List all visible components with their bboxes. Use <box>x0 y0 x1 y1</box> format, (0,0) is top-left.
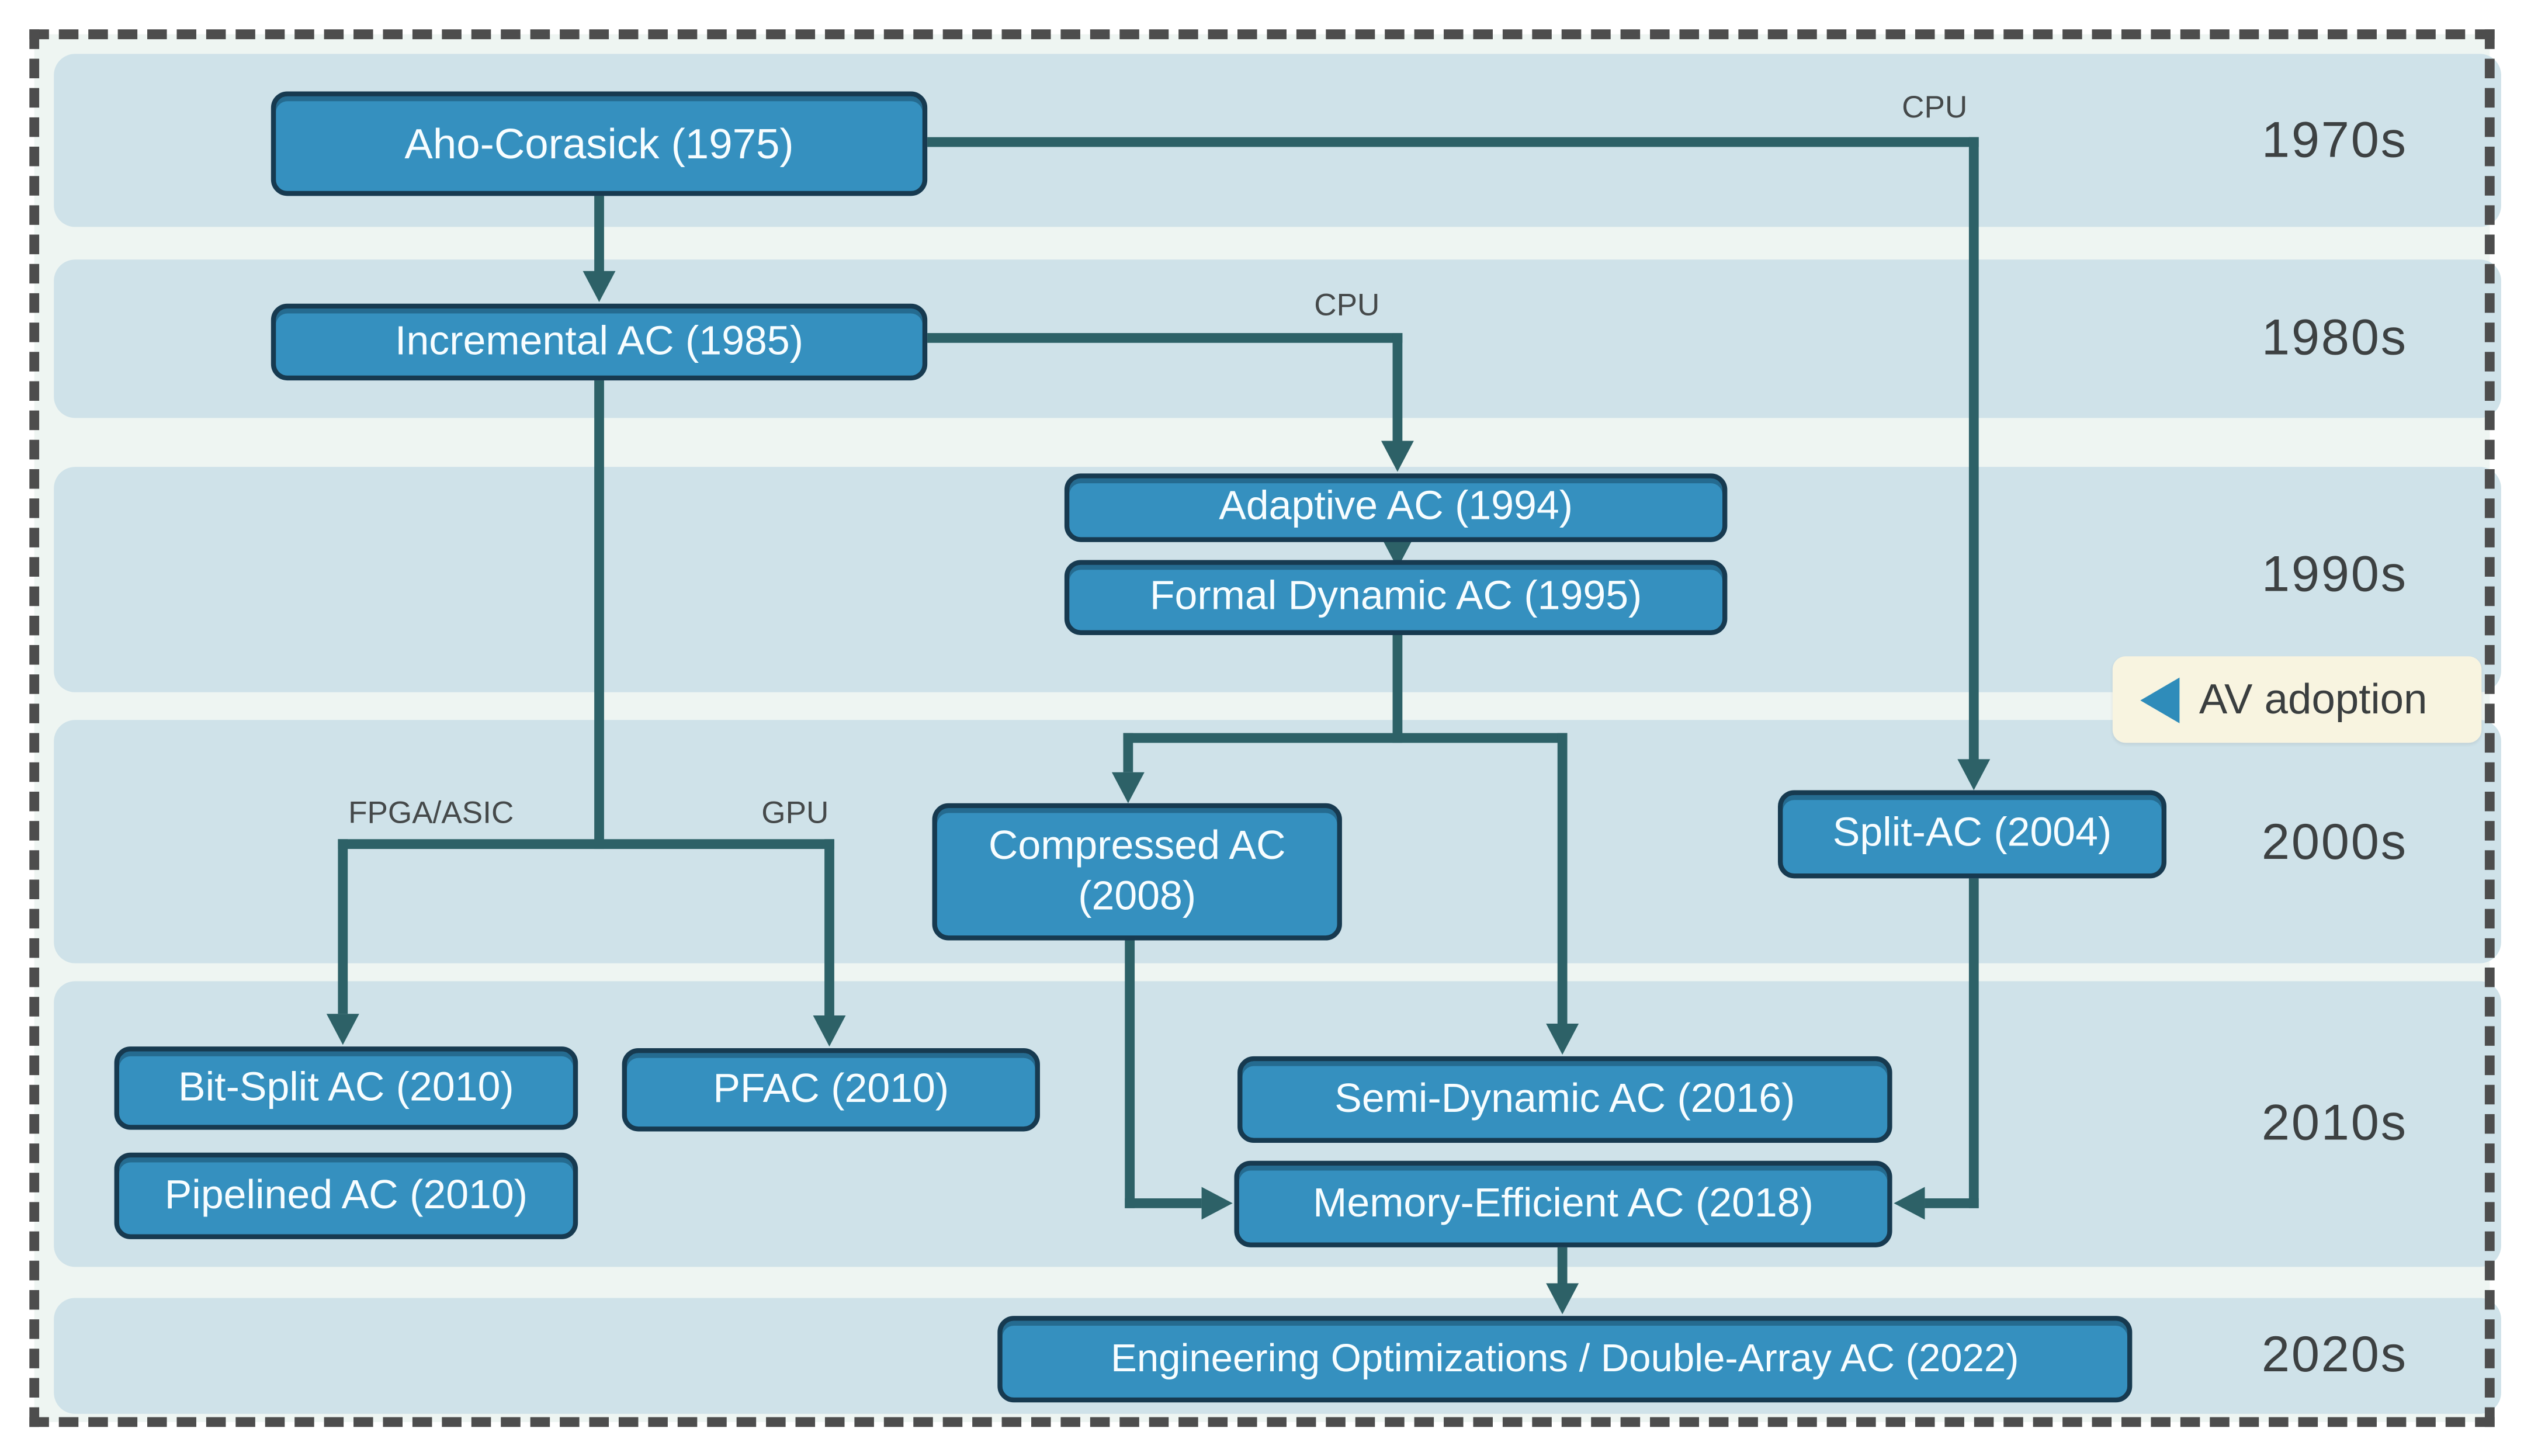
edge-incremental-adaptive-vertical <box>1392 333 1403 443</box>
edge-label-fpga-asic: FPGA/ASIC <box>348 796 514 831</box>
left-arrow-icon <box>2140 677 2180 723</box>
decade-label-2020s: 2020s <box>2261 1325 2408 1383</box>
arrowhead-icon <box>1546 1024 1579 1055</box>
node-engineering-optimizations: Engineering Optimizations / Double-Array… <box>997 1316 2133 1403</box>
node-pipelined-ac: Pipelined AC (2010) <box>114 1152 578 1239</box>
node-label: Formal Dynamic AC (1995) <box>1149 573 1642 620</box>
edge-formal-down <box>1392 635 1403 743</box>
edge-incremental-adaptive-horizontal <box>927 333 1403 343</box>
node-bit-split-ac: Bit-Split AC (2010) <box>114 1046 578 1130</box>
arrowhead-icon <box>1111 772 1145 803</box>
edge-aho-split-horizontal <box>927 137 1979 147</box>
edge-splitac-down <box>1968 878 1979 1208</box>
arrowhead-icon <box>1201 1187 1233 1220</box>
edge-label-cpu-1980s: CPU <box>1314 289 1380 324</box>
edge-aho-split-vertical <box>1968 137 1979 761</box>
decade-label-2010s: 2010s <box>2261 1094 2408 1151</box>
edge-gpu-vertical <box>824 839 834 1016</box>
node-label: Split-AC (2004) <box>1832 810 2112 857</box>
node-memory-efficient-ac: Memory-Efficient AC (2018) <box>1234 1160 1892 1247</box>
decade-label-2000s: 2000s <box>2261 813 2408 871</box>
edge-semidynamic-vertical <box>1557 733 1568 1024</box>
node-label: Engineering Optimizations / Double-Array… <box>1111 1336 2019 1381</box>
node-label: Semi-Dynamic AC (2016) <box>1334 1076 1795 1122</box>
node-compressed-ac: Compressed AC (2008) <box>932 803 1342 941</box>
node-split-ac: Split-AC (2004) <box>1777 790 2167 879</box>
node-label: PFAC (2010) <box>713 1066 949 1112</box>
arrowhead-icon <box>813 1015 846 1047</box>
decade-label-1980s: 1980s <box>2261 308 2408 366</box>
node-label: Pipelined AC (2010) <box>164 1171 528 1218</box>
edge-label-cpu-1970s: CPU <box>1902 91 1968 126</box>
node-label: Memory-Efficient AC (2018) <box>1313 1180 1814 1226</box>
dashed-border <box>29 29 2495 1427</box>
arrowhead-icon <box>1894 1187 1925 1220</box>
node-label: Adaptive AC (1994) <box>1219 484 1573 530</box>
edge-splitac-left <box>1925 1198 1979 1208</box>
node-pfac: PFAC (2010) <box>622 1048 1040 1132</box>
edge-compressed-down <box>1125 940 1135 1208</box>
node-formal-dynamic-ac: Formal Dynamic AC (1995) <box>1064 560 1728 635</box>
node-incremental-ac: Incremental AC (1985) <box>271 303 928 381</box>
arrowhead-icon <box>326 1014 359 1045</box>
arrowhead-icon <box>583 271 616 302</box>
node-aho-corasick: Aho-Corasick (1975) <box>271 91 928 196</box>
legend-av-adoption: AV adoption <box>2112 656 2482 743</box>
arrowhead-icon <box>1546 1283 1579 1315</box>
edge-incremental-down <box>594 380 604 850</box>
node-label: Compressed AC <box>988 822 1286 868</box>
arrowhead-icon <box>1957 759 1991 791</box>
edge-formal-horizontal <box>1123 733 1568 743</box>
edge-label-gpu: GPU <box>761 796 829 831</box>
decade-label-1970s: 1970s <box>2261 111 2408 168</box>
node-label: Aho-Corasick (1975) <box>404 119 794 168</box>
legend-label: AV adoption <box>2199 674 2428 723</box>
node-label: Bit-Split AC (2010) <box>178 1064 514 1110</box>
node-adaptive-ac: Adaptive AC (1994) <box>1064 473 1728 542</box>
edge-compressed-vertical <box>1123 733 1133 772</box>
decade-label-1990s: 1990s <box>2261 545 2408 603</box>
node-label: (2008) <box>1078 873 1197 920</box>
node-semi-dynamic-ac: Semi-Dynamic AC (2016) <box>1237 1056 1892 1143</box>
edge-memory-engineering <box>1557 1247 1568 1285</box>
edge-compressed-right <box>1125 1198 1202 1208</box>
node-label: Incremental AC (1985) <box>395 318 803 364</box>
arrowhead-icon <box>1381 441 1414 472</box>
edge-split-horizontal <box>338 839 834 850</box>
edge-fpga-vertical <box>338 839 348 1014</box>
edge-aho-incremental <box>594 196 604 273</box>
